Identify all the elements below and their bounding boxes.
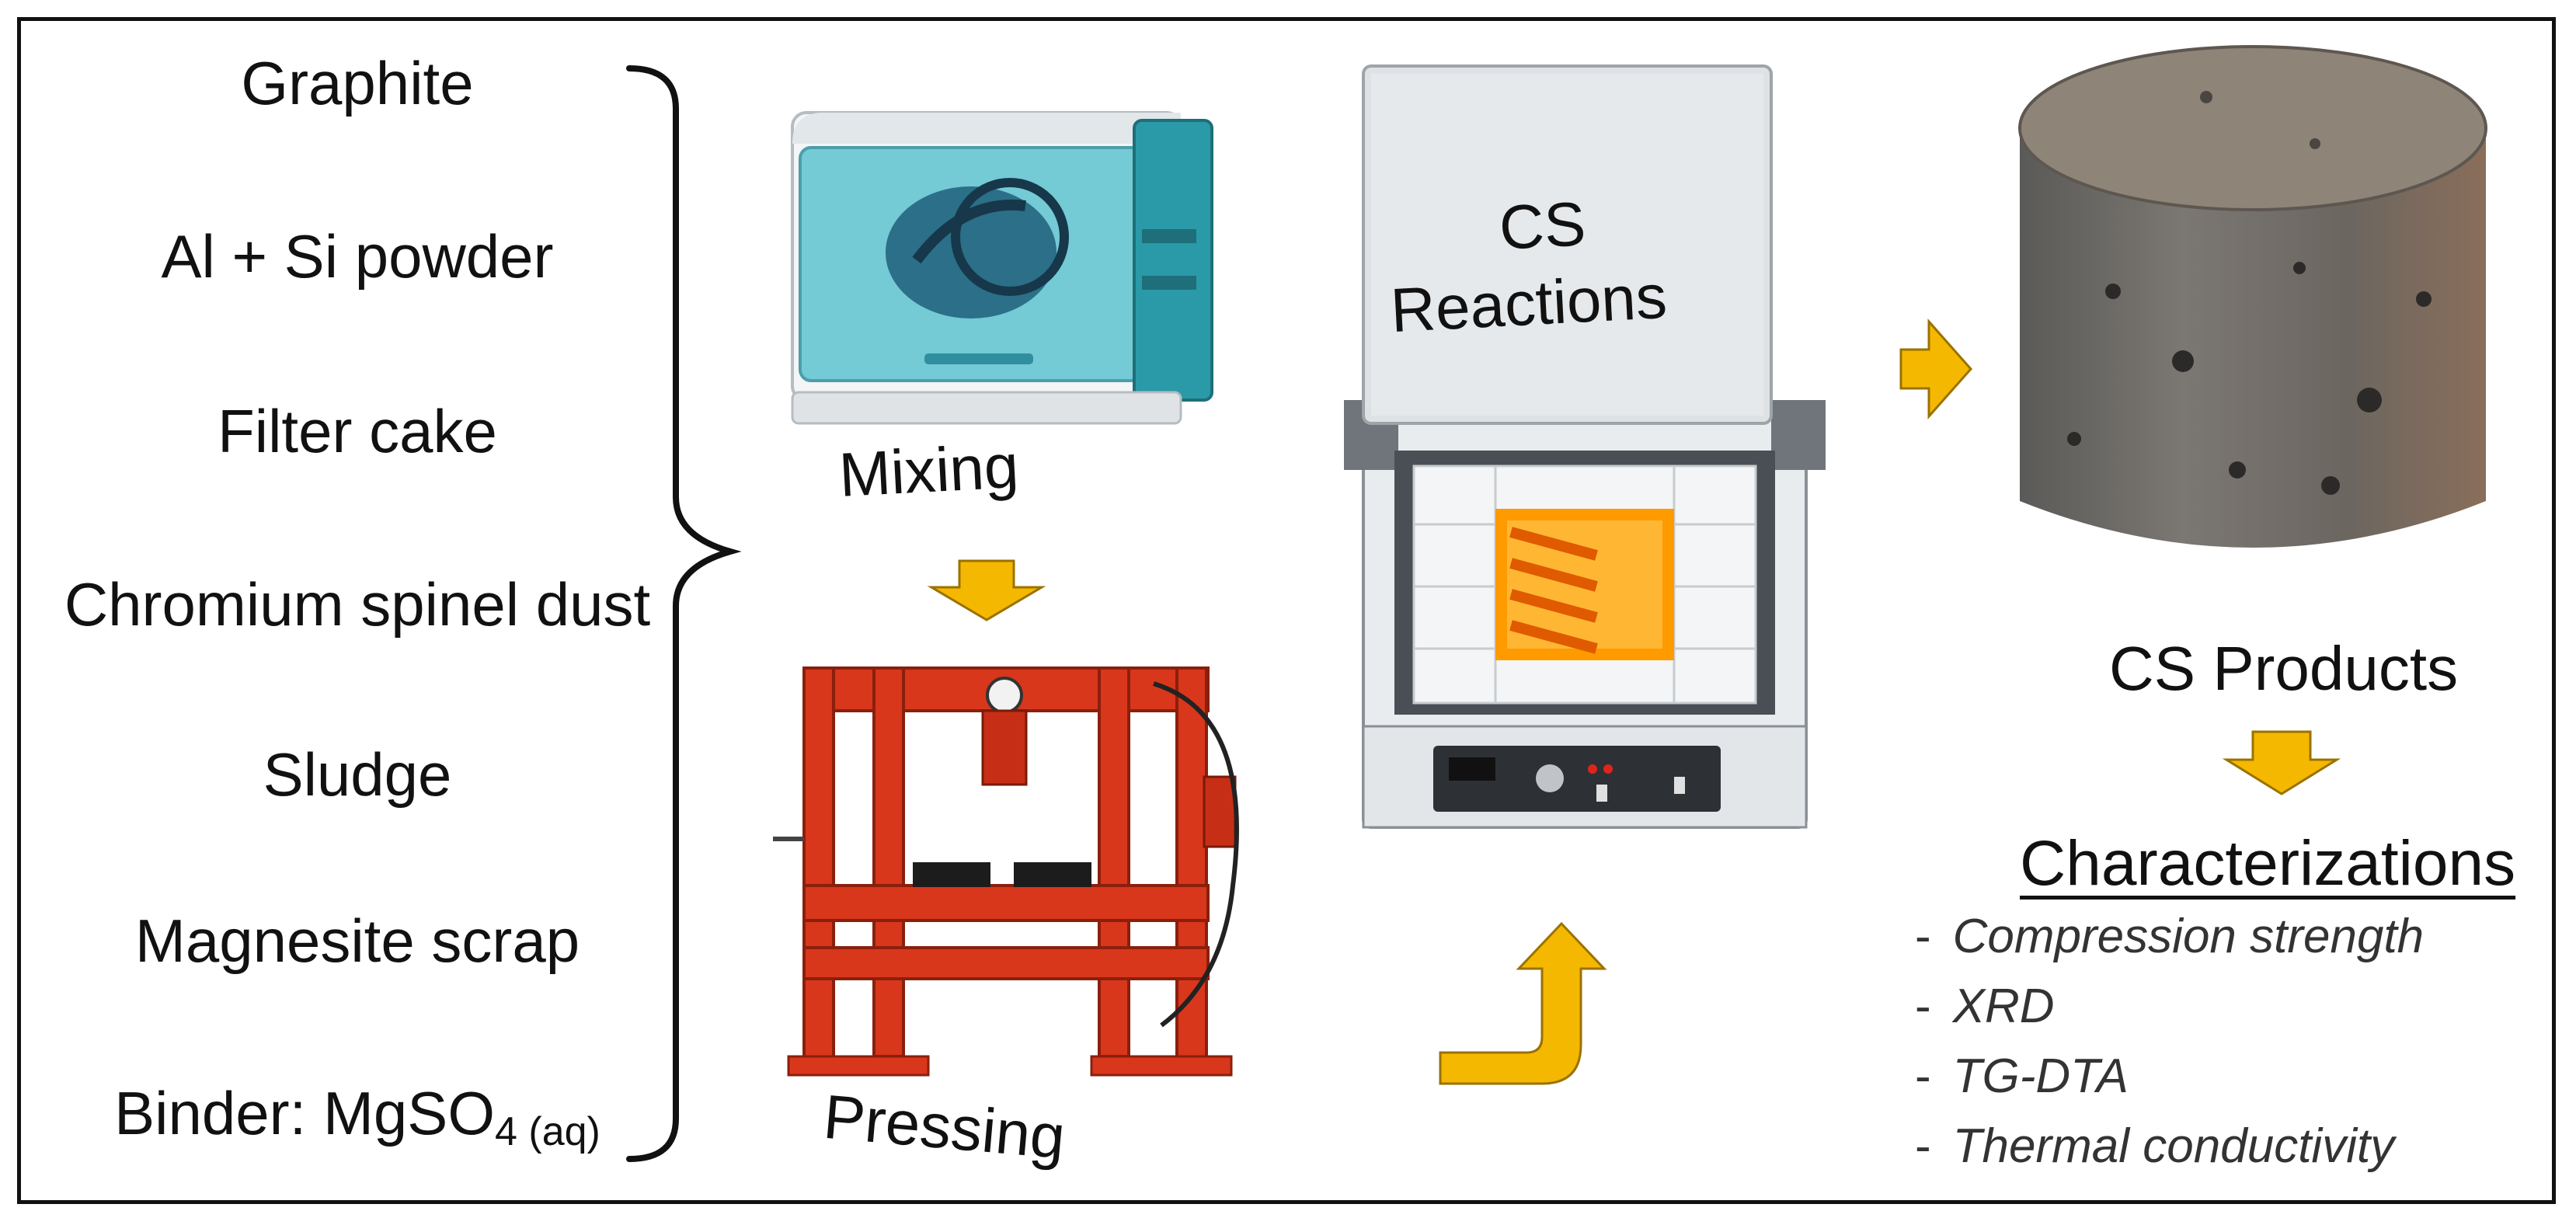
label-mixing: Mixing [837,431,1021,510]
characterization-item: -XRD [1915,980,2055,1033]
binder-sub-aq: (aq) [517,1109,600,1154]
characterization-item: -TG-DTA [1915,1049,2129,1103]
diagram-frame [17,17,2556,1204]
hydraulic-press-illustration [773,666,1239,1077]
binder-subscript: 4 (aq) [495,1109,600,1154]
characterization-thermal-conductivity: Thermal conductivity [1952,1119,2395,1173]
arrow-product-to-characterizations [2222,730,2341,795]
ingredient-magnesite-scrap: Magnesite scrap [134,907,580,975]
arrow-furnace-to-product [1899,318,1973,419]
characterizations-title: Characterizations [2020,828,2516,899]
ingredient-al-si-powder: Al + Si powder [161,222,554,291]
label-cs-reactions-line1: CS [1497,189,1588,263]
arrow-pressing-to-furnace [1439,921,1607,1085]
characterization-item: -Thermal conductivity [1915,1119,2395,1173]
binder-sub-4: 4 [495,1109,517,1154]
curly-brace [626,65,742,1162]
ingredient-binder: Binder: MgSO4 (aq) [8,1078,707,1167]
ingredient-filter-cake: Filter cake [218,397,497,465]
ingredient-sludge: Sludge [263,740,452,809]
characterization-xrd: XRD [1952,980,2055,1033]
mixer-illustration [791,111,1213,425]
furnace-illustration [1344,64,1826,829]
characterization-compression-strength: Compression strength [1952,910,2425,963]
characterization-item: -Compression strength [1915,910,2425,963]
label-cs-reactions-line2: Reactions [1388,261,1669,346]
cs-product-illustration [2018,45,2487,548]
arrow-mixing-to-pressing [927,559,1046,621]
binder-prefix: Binder: MgSO [114,1079,496,1147]
characterization-tg-dta: TG-DTA [1952,1049,2129,1103]
ingredient-chromium-spinel-dust: Chromium spinel dust [64,570,651,639]
ingredient-graphite: Graphite [241,49,474,117]
label-cs-products: CS Products [2109,634,2459,703]
